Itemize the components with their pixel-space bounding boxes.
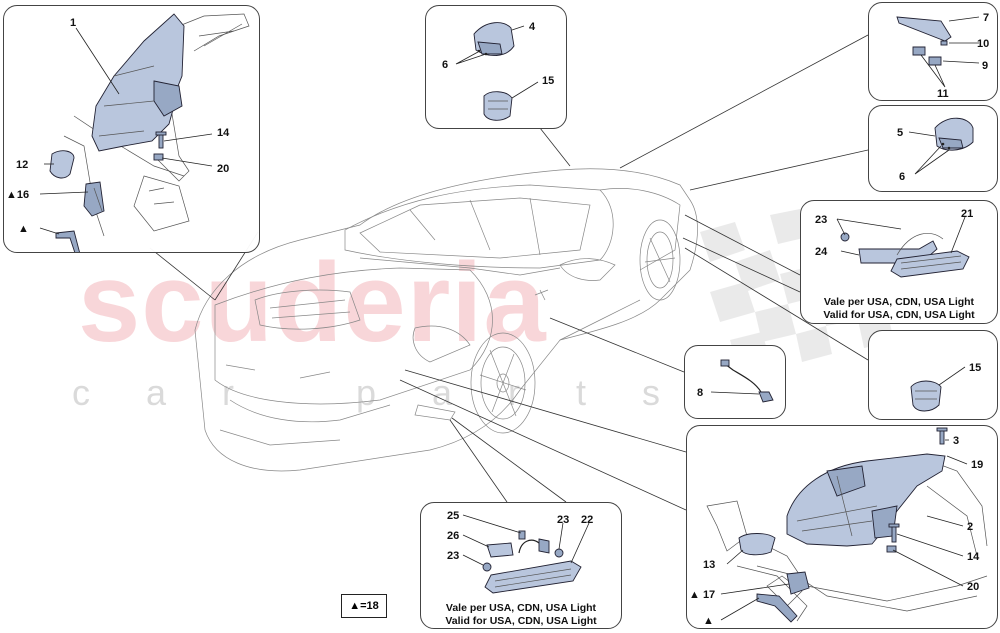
gasket-26 — [486, 542, 514, 558]
bracket-11a — [912, 46, 926, 56]
nut-20b — [886, 545, 897, 553]
label-14: 14 — [217, 127, 230, 139]
label-5: 5 — [897, 127, 903, 139]
label-1: 1 — [70, 17, 76, 29]
label-3: 3 — [953, 435, 959, 447]
brake-light-strip-7 — [896, 16, 952, 42]
caption-right3-it: Vale per USA, CDN, USA Light — [823, 296, 975, 308]
detail-box-side-reflector-front: 25 26 23 23 22 Vale per USA, CDN, USA Li… — [420, 502, 622, 629]
bulb-holder-17 — [786, 571, 810, 595]
detail-box-side-reflector-rear: 23 24 21 Vale per USA, CDN, USA Light Va… — [800, 200, 998, 324]
label-15b: 15 — [969, 362, 981, 374]
label-24: 24 — [815, 246, 828, 258]
caption-bottommid-it: Vale per USA, CDN, USA Light — [445, 602, 597, 614]
nut-20 — [153, 153, 164, 161]
label-21: 21 — [961, 208, 973, 220]
caption-bottommid-en: Valid for USA, CDN, USA Light — [445, 615, 597, 627]
label-10: 10 — [977, 38, 989, 50]
label-23-right: 23 — [557, 514, 569, 526]
bulb-holder — [83, 181, 105, 217]
label-triangle: ▲ — [18, 223, 29, 235]
headlight-assembly — [91, 13, 185, 152]
screw-3 — [939, 429, 945, 445]
caption-right3-en: Valid for USA, CDN, USA Light — [823, 309, 975, 321]
label-2: 2 — [967, 521, 973, 533]
watermark-subtext: car parts — [72, 372, 717, 413]
label-19: 19 — [971, 459, 983, 471]
detail-box-bulb-socket: 15 — [868, 330, 998, 420]
clip-10 — [940, 40, 948, 46]
label-20b: 20 — [967, 581, 979, 593]
label-26: 26 — [447, 530, 459, 542]
watermark-text: scuderia — [78, 240, 547, 365]
label-4: 4 — [529, 21, 536, 33]
label-11: 11 — [937, 88, 949, 100]
nut-23b — [554, 548, 564, 558]
legend-box: ▲=18 — [341, 594, 387, 618]
screw-14 — [158, 133, 164, 149]
detail-box-lamp-right: 5 6 — [868, 105, 998, 192]
label-16: ▲16 — [6, 189, 29, 201]
label-6: 6 — [442, 59, 448, 71]
label-14b: 14 — [967, 551, 980, 563]
headlight-left-illustration: 1 14 20 12 ▲16 ▲ — [6, 13, 250, 257]
label-20: 20 — [217, 163, 229, 175]
nut-23c — [482, 562, 492, 572]
connector-8 — [758, 391, 774, 403]
detail-box-third-brake-light: 7 10 9 11 — [868, 2, 998, 101]
label-6b: 6 — [899, 171, 905, 183]
label-22: 22 — [581, 514, 593, 526]
label-23: 23 — [815, 214, 827, 226]
detail-box-headlight-right: 3 19 2 14 20 13 ▲ 17 ▲ — [686, 425, 998, 629]
label-8: 8 — [697, 387, 703, 399]
label-17: ▲ 17 — [689, 589, 715, 601]
nut-23 — [840, 232, 850, 242]
label-15: 15 — [542, 75, 554, 87]
label-25: 25 — [447, 510, 459, 522]
headlight-assembly-right — [786, 453, 946, 547]
clip-25 — [518, 530, 526, 540]
detail-box-headlight-left: 1 14 20 12 ▲16 ▲ — [3, 5, 260, 257]
screw-14b — [891, 525, 897, 543]
label-triangle-b: ▲ — [703, 615, 714, 627]
bulb-socket-15 — [483, 91, 513, 121]
label-9: 9 — [982, 60, 988, 72]
detail-box-lamp-top: 4 6 15 — [425, 5, 567, 129]
label-7: 7 — [983, 12, 989, 24]
bracket-11b — [928, 56, 942, 66]
side-marker-13 — [738, 533, 776, 556]
side-marker-lens — [49, 150, 75, 179]
label-13: 13 — [703, 559, 715, 571]
reflector-22 — [484, 560, 582, 594]
bulb-socket-15b — [910, 380, 942, 412]
detail-box-wiring-8: 8 — [684, 345, 786, 419]
label-12: 12 — [16, 159, 28, 171]
label-23-left: 23 — [447, 550, 459, 562]
